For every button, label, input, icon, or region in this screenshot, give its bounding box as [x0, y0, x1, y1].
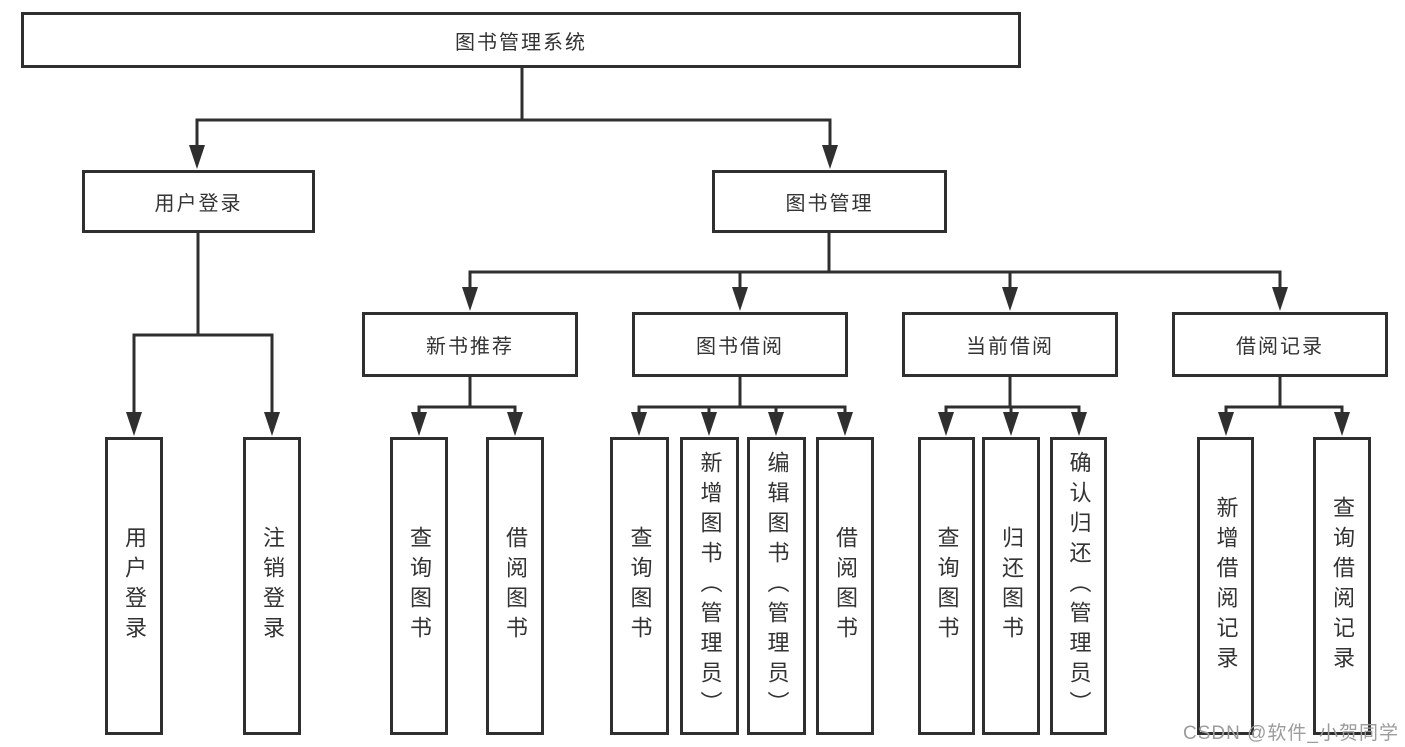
node-leaf-add-record-label: 新增借阅记录: [1213, 496, 1239, 676]
node-borrowing-records-label: 借阅记录: [1236, 336, 1324, 358]
node-leaf-query-record-label: 查询借阅记录: [1330, 496, 1355, 676]
node-leaf-borrow-book-2: 借阅图书: [816, 437, 874, 735]
node-leaf-return-book: 归还图书: [982, 437, 1040, 735]
node-root-label: 图书管理系统: [455, 31, 587, 54]
node-current-borrowing: 当前借阅: [902, 312, 1118, 377]
watermark: CSDN @软件_小贺同学: [1183, 723, 1399, 744]
node-leaf-user-login-label: 用户登录: [122, 526, 147, 646]
node-leaf-confirm-return-label: 确认归还（管理员）: [1066, 451, 1092, 721]
arrowhead-icon: [631, 412, 647, 436]
node-leaf-add-record: 新增借阅记录: [1197, 437, 1254, 735]
node-leaf-return-book-label: 归还图书: [999, 526, 1024, 646]
node-leaf-query-record: 查询借阅记录: [1313, 437, 1371, 735]
node-leaf-query-book-2-label: 查询图书: [627, 526, 653, 646]
node-leaf-edit-book-label: 编辑图书（管理员）: [764, 451, 790, 721]
node-leaf-query-book-1: 查询图书: [390, 437, 448, 735]
arrowhead-icon: [1272, 287, 1288, 311]
arrowhead-icon: [1002, 287, 1018, 311]
arrowhead-icon: [938, 412, 954, 436]
node-leaf-query-book-2: 查询图书: [610, 437, 669, 735]
arrowhead-icon: [701, 412, 717, 436]
arrowhead-icon: [822, 145, 838, 169]
arrowhead-icon: [1003, 412, 1019, 436]
node-new-book-recommend-label: 新书推荐: [426, 336, 514, 358]
node-leaf-add-book-label: 新增图书（管理员）: [697, 451, 723, 721]
arrowhead-icon: [1071, 412, 1087, 436]
arrowhead-icon: [732, 287, 748, 311]
node-leaf-borrow-book-1: 借阅图书: [486, 437, 544, 735]
node-leaf-borrow-book-2-label: 借阅图书: [833, 526, 858, 646]
arrowhead-icon: [411, 412, 427, 436]
node-borrowing-records: 借阅记录: [1172, 312, 1388, 377]
arrowhead-icon: [1218, 412, 1234, 436]
node-user-login-group-label: 用户登录: [154, 193, 243, 215]
node-leaf-query-book-3: 查询图书: [918, 437, 975, 735]
arrowhead-icon: [264, 412, 280, 436]
arrowhead-icon: [507, 412, 523, 436]
node-root: 图书管理系统: [21, 12, 1021, 68]
arrowhead-icon: [837, 412, 853, 436]
node-leaf-logout-label: 注销登录: [260, 526, 285, 646]
node-book-borrowing-label: 图书借阅: [696, 336, 784, 358]
node-current-borrowing-label: 当前借阅: [966, 336, 1054, 358]
node-leaf-query-book-1-label: 查询图书: [407, 526, 432, 646]
arrowhead-icon: [462, 287, 478, 311]
node-new-book-recommend: 新书推荐: [362, 312, 578, 377]
arrowhead-icon: [126, 412, 142, 436]
node-leaf-borrow-book-1-label: 借阅图书: [503, 526, 528, 646]
node-leaf-edit-book: 编辑图书（管理员）: [747, 437, 806, 735]
arrowhead-icon: [1334, 412, 1350, 436]
node-leaf-add-book: 新增图书（管理员）: [680, 437, 739, 735]
arrowhead-icon: [189, 145, 205, 169]
node-book-borrowing: 图书借阅: [632, 312, 848, 377]
node-leaf-user-login: 用户登录: [105, 437, 163, 735]
node-book-management: 图书管理: [712, 170, 947, 233]
node-book-management-label: 图书管理: [785, 193, 874, 215]
node-user-login-group: 用户登录: [82, 170, 315, 233]
arrowhead-icon: [768, 412, 784, 436]
node-leaf-query-book-3-label: 查询图书: [934, 526, 960, 646]
node-leaf-logout: 注销登录: [243, 437, 301, 735]
node-leaf-confirm-return: 确认归还（管理员）: [1050, 437, 1107, 735]
